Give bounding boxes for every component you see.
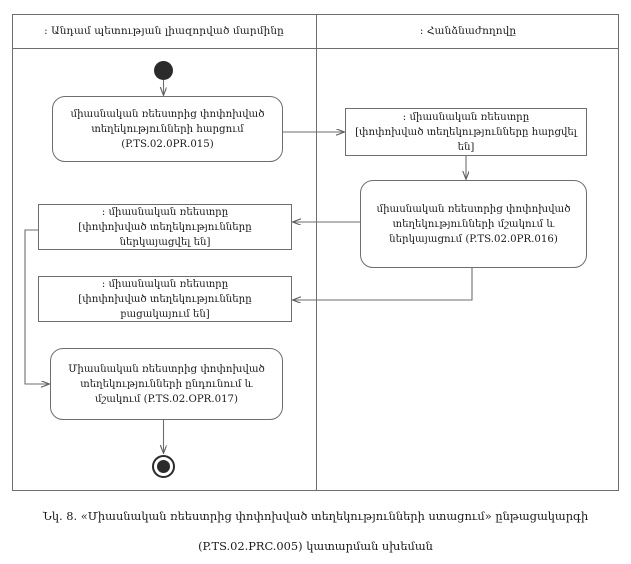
- action-node-receive-and-process-label: Միասնական ռեեստրից փոփոխված տեղեկություն…: [68, 363, 265, 405]
- object-node-registry-absent[interactable]: : միասնական ռեեստրը [փոփոխված տեղեկությո…: [38, 276, 292, 322]
- object-node-registry-absent-label: : միասնական ռեեստրը [փոփոխված տեղեկությո…: [78, 278, 252, 320]
- object-node-registry-provided-label: : միասնական ռեեստրը [փոփոխված տեղեկությո…: [78, 206, 252, 248]
- object-node-registry-requested-label: : միասնական ռեեստրը [փոփոխված տեղեկությո…: [355, 111, 577, 153]
- action-node-request-changed-info[interactable]: միասնական ռեեստրից փոփոխված տեղեկություն…: [52, 96, 283, 162]
- figure-caption-line-1: Նկ. 8. «Միասնական ռեեստրից փոփոխված տեղե…: [42, 509, 589, 523]
- object-node-registry-requested[interactable]: : միասնական ռեեստրը [փոփոխված տեղեկությո…: [345, 108, 587, 156]
- final-node: [152, 455, 175, 478]
- action-node-request-changed-info-label: միասնական ռեեստրից փոփոխված տեղեկություն…: [70, 108, 265, 150]
- lane-divider: [316, 14, 317, 491]
- figure-caption-line-2: (P.TS.02.PRC.005) կատարման սխեման: [198, 539, 433, 553]
- lane-title-commission: : Հանձնաժողովը: [419, 25, 517, 37]
- action-node-receive-and-process[interactable]: Միասնական ռեեստրից փոփոխված տեղեկություն…: [50, 348, 283, 420]
- action-node-process-and-provide-label: միասնական ռեեստրից փոփոխված տեղեկություն…: [376, 203, 571, 245]
- action-node-process-and-provide[interactable]: միասնական ռեեստրից փոփոխված տեղեկություն…: [360, 180, 587, 268]
- lane-header-divider: [12, 48, 619, 49]
- object-node-registry-provided[interactable]: : միասնական ռեեստրը [փոփոխված տեղեկությո…: [38, 204, 292, 250]
- lane-title-member-state-authority: : Անդամ պետության լիազորված մարմինը: [44, 25, 284, 37]
- initial-node: [154, 61, 173, 80]
